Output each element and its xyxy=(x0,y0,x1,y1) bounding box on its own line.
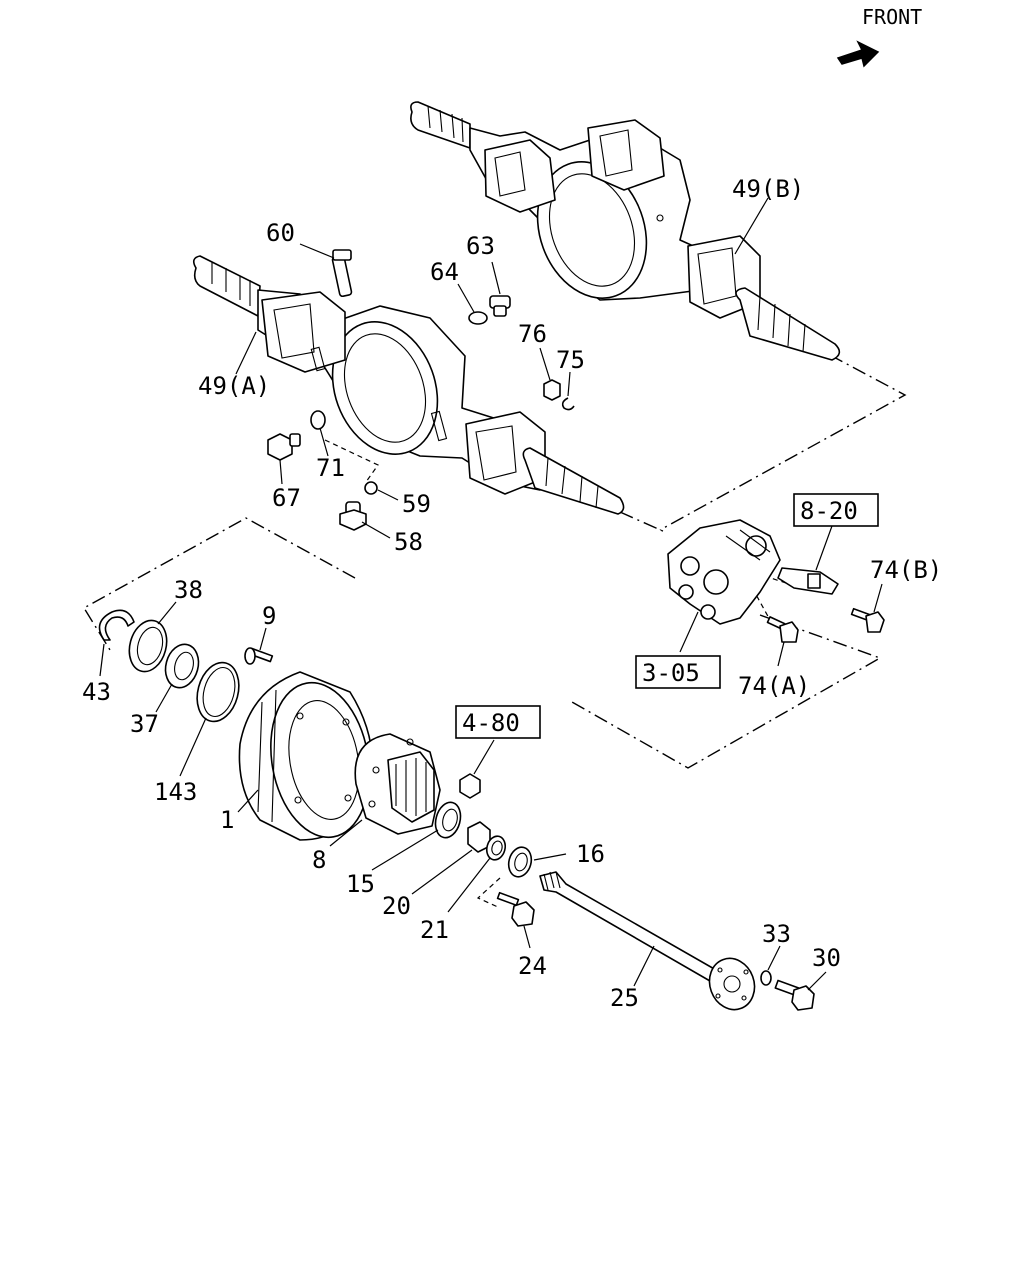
callout-38: 38 xyxy=(174,576,203,604)
leader-67 xyxy=(279,459,283,485)
snap-ring-43 xyxy=(98,609,135,641)
leader-76 xyxy=(539,347,551,381)
leader-16 xyxy=(533,853,567,861)
brake-drum-1 xyxy=(238,671,374,841)
callout-labels: 60 63 64 49(B) 49(A) 76 75 71 67 59 58 3… xyxy=(82,175,942,1012)
callout-24: 24 xyxy=(518,952,547,980)
leader-15 xyxy=(371,829,439,871)
leader-33 xyxy=(767,945,781,971)
callout-21: 21 xyxy=(420,916,449,944)
breather-60 xyxy=(331,249,353,298)
callout-75: 75 xyxy=(556,346,585,374)
bolt-74a xyxy=(766,616,799,643)
leader-30 xyxy=(807,971,827,991)
leader-49b xyxy=(734,197,769,255)
leader-9 xyxy=(259,627,267,651)
leader-21 xyxy=(447,857,491,913)
leader-43 xyxy=(99,643,105,677)
front-arrow-icon xyxy=(836,40,880,68)
leader-143 xyxy=(179,717,207,777)
ref-box-4-80-text: 4-80 xyxy=(462,709,520,737)
axle-housing-front xyxy=(192,255,625,515)
callout-143: 143 xyxy=(154,778,197,806)
drain-plug-58 xyxy=(339,501,367,531)
ref-box-8-20[interactable]: 8-20 xyxy=(793,493,879,527)
leader-74a xyxy=(777,641,785,667)
leader-38 xyxy=(157,601,177,625)
ref-box-3-05[interactable]: 3-05 xyxy=(635,655,721,689)
clip-75 xyxy=(561,397,575,411)
washer-71 xyxy=(310,410,326,430)
callout-71: 71 xyxy=(316,454,345,482)
callout-49b: 49(B) xyxy=(732,175,804,203)
callout-74a: 74(A) xyxy=(738,672,810,700)
leader-59 xyxy=(377,489,399,501)
callout-49a: 49(A) xyxy=(198,372,270,400)
callout-15: 15 xyxy=(346,870,375,898)
sensor-820 xyxy=(777,567,839,595)
seal-38 xyxy=(128,619,168,673)
lock-washer-21 xyxy=(485,835,507,861)
callout-20: 20 xyxy=(382,892,411,920)
leader-74b xyxy=(873,583,883,613)
ref-box-4-80[interactable]: 4-80 xyxy=(455,705,541,739)
bearing-15 xyxy=(434,801,462,839)
leader-24 xyxy=(523,925,531,949)
callout-74b: 74(B) xyxy=(870,556,942,584)
nut-76 xyxy=(543,379,561,401)
leader-1 xyxy=(237,789,259,813)
callout-43: 43 xyxy=(82,678,111,706)
callout-16: 16 xyxy=(576,840,605,868)
callout-37: 37 xyxy=(130,710,159,738)
hub-nut-480 xyxy=(459,773,481,799)
callout-9: 9 xyxy=(262,602,276,630)
bearing-37 xyxy=(164,643,200,689)
leader-58 xyxy=(361,521,391,539)
callout-25: 25 xyxy=(610,984,639,1012)
callout-33: 33 xyxy=(762,920,791,948)
leader-480 xyxy=(473,739,495,775)
washer-64 xyxy=(468,311,488,325)
leader-20 xyxy=(411,849,473,895)
leader-820 xyxy=(815,525,833,571)
washer-33 xyxy=(760,970,772,986)
hub-bolt-9 xyxy=(244,647,274,665)
o-ring-143 xyxy=(196,661,240,723)
axle-housing-rear xyxy=(410,101,841,361)
leader-75 xyxy=(567,371,571,397)
callout-64: 64 xyxy=(430,258,459,286)
oil-seal-16 xyxy=(507,846,533,878)
callout-30: 30 xyxy=(812,944,841,972)
leader-49a xyxy=(235,331,257,375)
leader-60 xyxy=(299,243,335,259)
plug-63 xyxy=(489,295,511,317)
bolt-30 xyxy=(774,979,815,1011)
callout-63: 63 xyxy=(466,232,495,260)
brake-backing-plate xyxy=(667,519,781,625)
front-label: FRONT xyxy=(862,5,922,29)
callout-67: 67 xyxy=(272,484,301,512)
leader-64 xyxy=(457,283,475,313)
bolt-74b xyxy=(850,607,885,633)
callout-76: 76 xyxy=(518,320,547,348)
leader-37 xyxy=(155,683,173,713)
leader-63 xyxy=(491,261,501,295)
callout-1: 1 xyxy=(220,806,234,834)
ref-box-3-05-text: 3-05 xyxy=(642,659,700,687)
callout-8: 8 xyxy=(312,846,326,874)
callout-60: 60 xyxy=(266,219,295,247)
bolt-67 xyxy=(267,433,301,461)
callout-58: 58 xyxy=(394,528,423,556)
callout-59: 59 xyxy=(402,490,431,518)
leader-305 xyxy=(679,611,699,653)
bolt-24 xyxy=(496,891,535,927)
axle-shaft-25 xyxy=(539,871,756,1011)
leader-8 xyxy=(329,819,363,847)
leader-25 xyxy=(633,945,655,987)
o-ring-59 xyxy=(364,481,378,495)
wheel-hub-8 xyxy=(354,733,441,835)
ref-box-8-20-text: 8-20 xyxy=(800,497,858,525)
leader-71 xyxy=(319,427,329,457)
